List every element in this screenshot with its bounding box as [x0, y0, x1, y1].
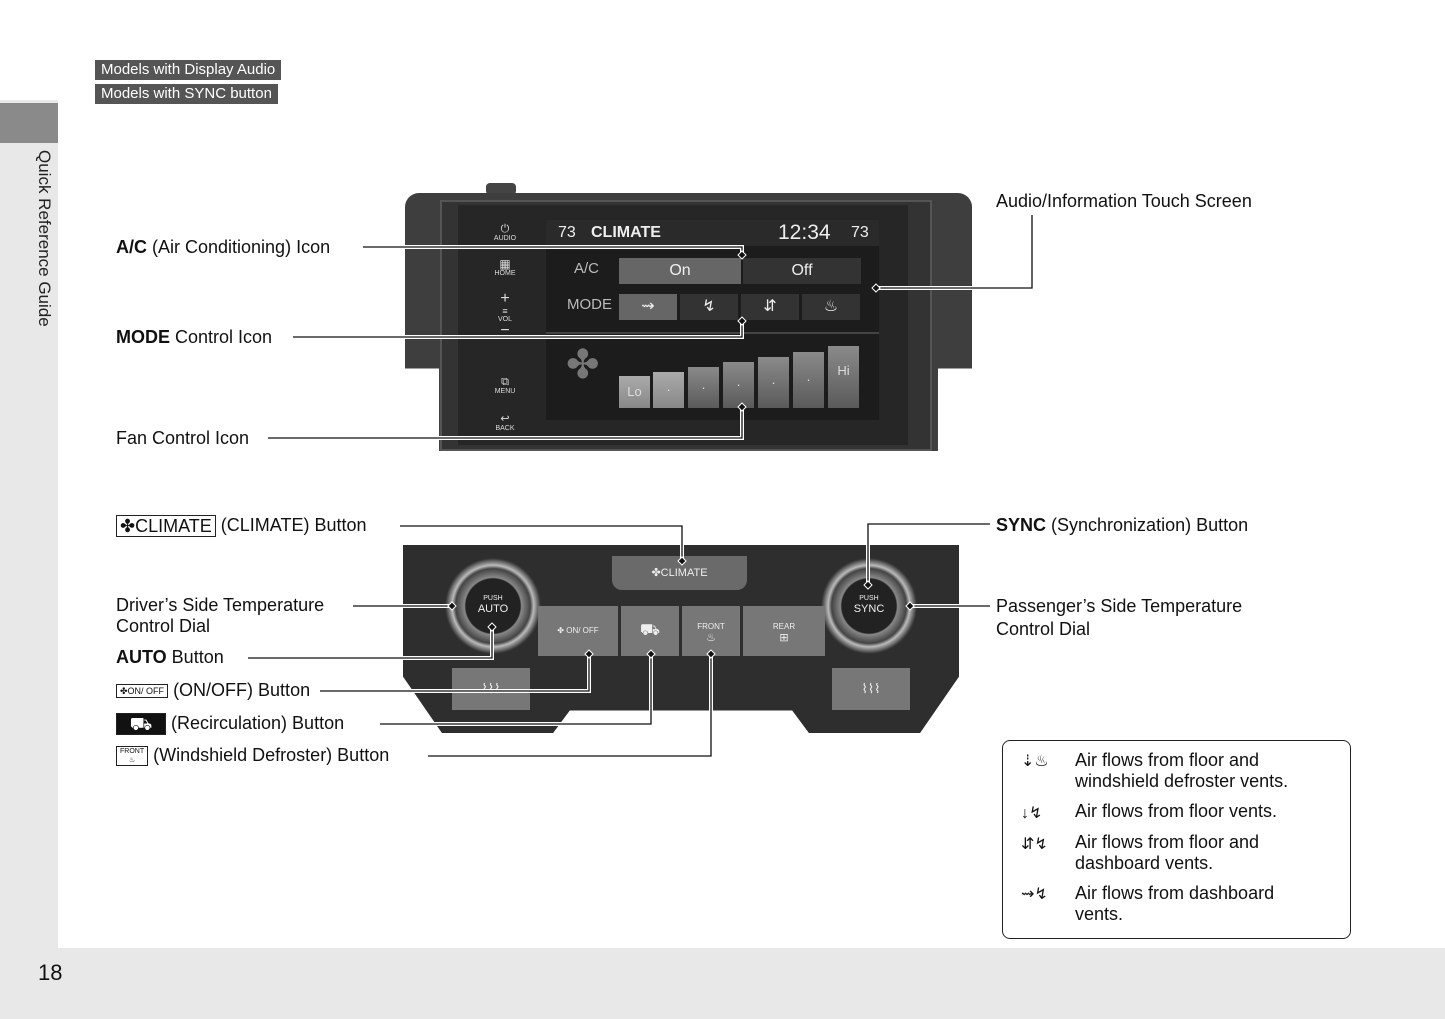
auto-button-callout: AUTO Button: [116, 647, 224, 667]
screen-title: CLIMATE: [591, 224, 661, 241]
driver-dial-callout: Driver’s Side Temperature Control Dial: [116, 595, 325, 636]
home-button: ▦HOME: [494, 257, 516, 277]
model-tag: Models with SYNC button: [95, 84, 278, 104]
legend-text: Air flows from floor and dashboard vents…: [1075, 832, 1260, 873]
page-number: 18: [38, 960, 63, 985]
temp-left: 73: [558, 224, 576, 241]
mode-legend: ⇣♨ Air flows from floor and windshield d…: [1002, 740, 1351, 939]
sync-button: SYNC: [853, 603, 885, 615]
climate-button-callout: ✤CLIMATE (CLIMATE) Button: [116, 515, 367, 538]
passenger-seat-heater-button: ⌇⌇⌇: [832, 668, 910, 710]
mode-floor-dashboard-icon: ⇵: [741, 294, 799, 320]
fan-icon-callout: Fan Control Icon: [116, 428, 250, 448]
auto-button: AUTO: [477, 603, 509, 615]
side-band: [0, 100, 58, 948]
fan-speed-bar: Lo · · · · · Hi: [619, 340, 864, 408]
defrost-chip: FRONT♨: [116, 746, 149, 767]
status-bar: 73 CLIMATE 12:34 73: [546, 220, 879, 246]
section-title: Quick Reference Guide: [35, 150, 54, 327]
ac-on-button: On: [619, 258, 741, 284]
legend-text: Air flows from dashboard vents.: [1075, 883, 1275, 924]
recirc-button-callout: ⛟ (Recirculation) Button: [116, 713, 344, 736]
fan-level: ·: [688, 367, 719, 408]
fan-level: ·: [793, 352, 824, 408]
back-button: ↩BACK: [495, 413, 515, 433]
mode-floor-defrost-icon: ♨: [802, 294, 860, 320]
legend-text: Air flows from floor vents.: [1075, 801, 1278, 821]
fan-icon: ✤: [566, 343, 600, 387]
sync-button-callout: SYNC (Synchronization) Button: [996, 515, 1249, 535]
mode-icon-callout: MODE Control Icon: [116, 327, 273, 347]
touch-screen-callout: Audio/Information Touch Screen: [996, 191, 1252, 211]
floor-dashboard-icon: ⇵↯: [1021, 836, 1048, 853]
dashboard-icon: ⇝↯: [1021, 886, 1048, 903]
onoff-chip: ✤ON/ OFF: [116, 684, 169, 699]
model-tag: Models with Display Audio: [95, 60, 282, 80]
mode-floor-icon: ↯: [680, 294, 738, 320]
touch-screen: 73 CLIMATE 12:34 73 A/C On Off MODE ⇝ ↯ …: [546, 220, 879, 420]
ac-label: A/C: [574, 260, 600, 277]
footer-band: [0, 948, 1445, 1019]
menu-button: ⧉MENU: [494, 376, 516, 396]
climate-chip: ✤CLIMATE: [116, 515, 216, 538]
fan-level: ·: [653, 372, 684, 408]
fan-level-lo: Lo: [619, 376, 650, 408]
legend-text: Air flows from floor and windshield defr…: [1075, 750, 1289, 791]
fan-level: ·: [723, 362, 754, 408]
mode-dashboard-icon: ⇝: [619, 294, 677, 320]
mode-label: MODE: [567, 296, 612, 313]
fan-level-hi: Hi: [828, 346, 859, 408]
floor-defrost-icon: ⇣♨: [1021, 753, 1049, 770]
audio-button: ⏻AUDIO: [493, 223, 517, 243]
temp-right: 73: [851, 224, 869, 241]
divider: [546, 332, 879, 334]
recirculation-icon: ⛟: [116, 713, 166, 736]
section-tab[interactable]: [0, 103, 58, 143]
rear-defrost-button: REAR⊞: [743, 606, 825, 656]
ac-icon-callout: A/C (Air Conditioning) Icon: [116, 237, 331, 257]
defrost-button-callout: FRONT♨ (Windshield Defroster) Button: [116, 745, 389, 767]
fan-level: ·: [758, 357, 789, 408]
clock: 12:34: [778, 221, 831, 244]
on-off-button: ✤ ON/ OFF: [538, 606, 618, 656]
front-defrost-button: FRONT♨: [682, 606, 740, 656]
onoff-button-callout: ✤ON/ OFF (ON/OFF) Button: [116, 680, 310, 701]
passenger-dial-callout: Passenger’s Side Temperature Control Dia…: [996, 596, 1243, 639]
floor-icon: ↓↯: [1021, 805, 1043, 822]
volume-control: +≡VOL−: [497, 290, 512, 339]
ac-off-button: Off: [743, 258, 861, 284]
recirculation-button: ⛟: [621, 606, 679, 656]
eject-button: [486, 183, 516, 195]
